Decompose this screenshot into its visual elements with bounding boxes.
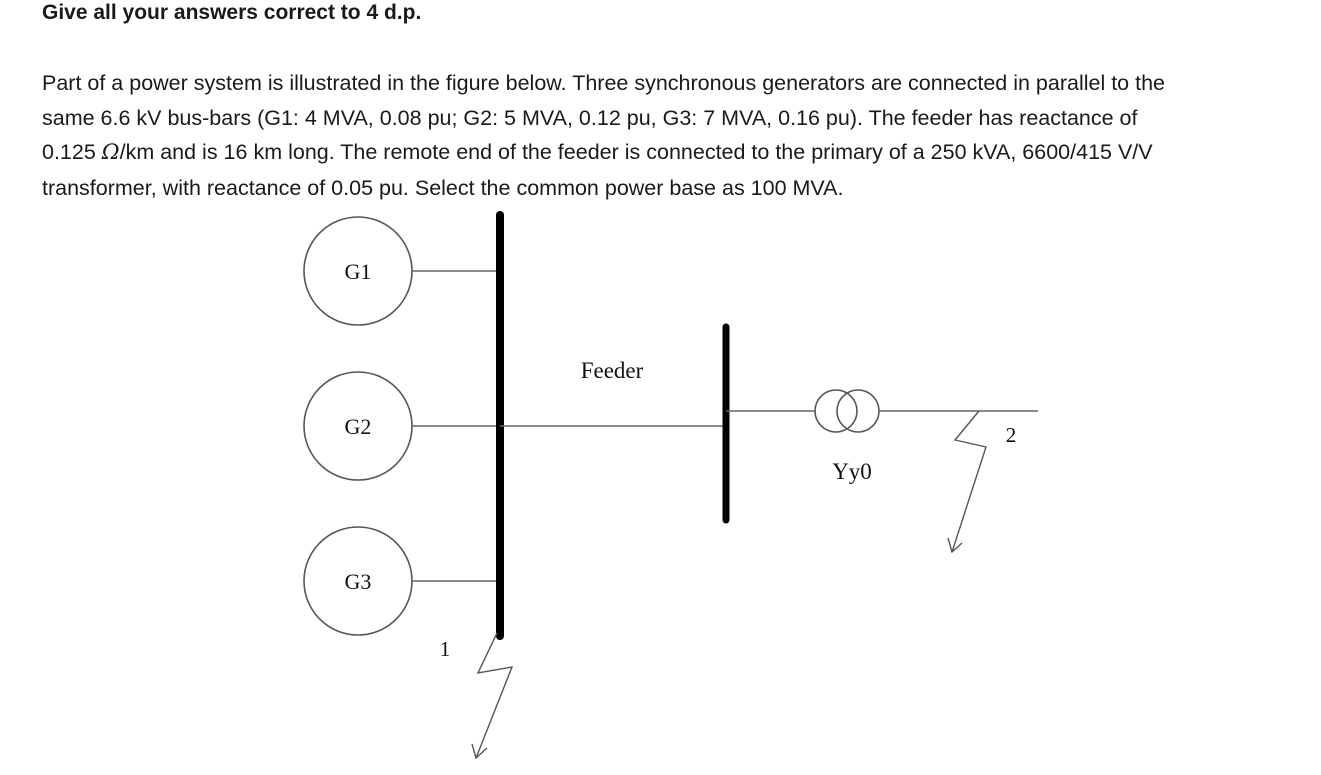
transformer-symbol — [814, 389, 880, 433]
transformer-secondary-winding — [836, 389, 880, 433]
problem-line-3-end: /km and is 16 km long. The remote end of… — [119, 140, 1153, 164]
generator-g3: G3 — [303, 526, 413, 636]
instruction-text: Give all your answers correct to 4 d.p. — [42, 1, 422, 24]
generator-g1: G1 — [303, 216, 413, 326]
problem-line-2: same 6.6 kV bus-bars (G1: 4 MVA, 0.08 pu… — [42, 105, 1138, 130]
fault-1-zigzag — [475, 632, 514, 759]
generator-g2-label: G2 — [345, 414, 372, 439]
problem-line-3-start: 0.125 — [42, 140, 102, 164]
fault-1-arrowhead — [471, 743, 488, 760]
fault-1-label: 1 — [440, 637, 451, 661]
generator-g2: G2 — [303, 371, 413, 481]
problem-line-4: transformer, with reactance of 0.05 pu. … — [42, 175, 844, 200]
transformer-primary-winding — [814, 389, 858, 433]
ohm-symbol: Ω — [101, 140, 120, 165]
feeder-label: Feeder — [581, 358, 644, 383]
fault-symbol-1 — [471, 632, 514, 760]
fault-symbol-2 — [947, 410, 987, 554]
fault-2-label: 2 — [1006, 423, 1017, 447]
problem-line-1: Part of a power system is illustrated in… — [42, 71, 1165, 95]
fault-2-zigzag — [951, 410, 987, 553]
generator-g1-label: G1 — [345, 259, 372, 284]
problem-line-3: 0.125 Ω/km and is 16 km long. The remote… — [42, 135, 1312, 171]
problem-statement: Part of a power system is illustrated in… — [42, 66, 1312, 205]
fault-2-arrowhead — [947, 537, 963, 554]
transformer-label: Yy0 — [832, 459, 872, 484]
generator-g3-label: G3 — [345, 569, 372, 594]
